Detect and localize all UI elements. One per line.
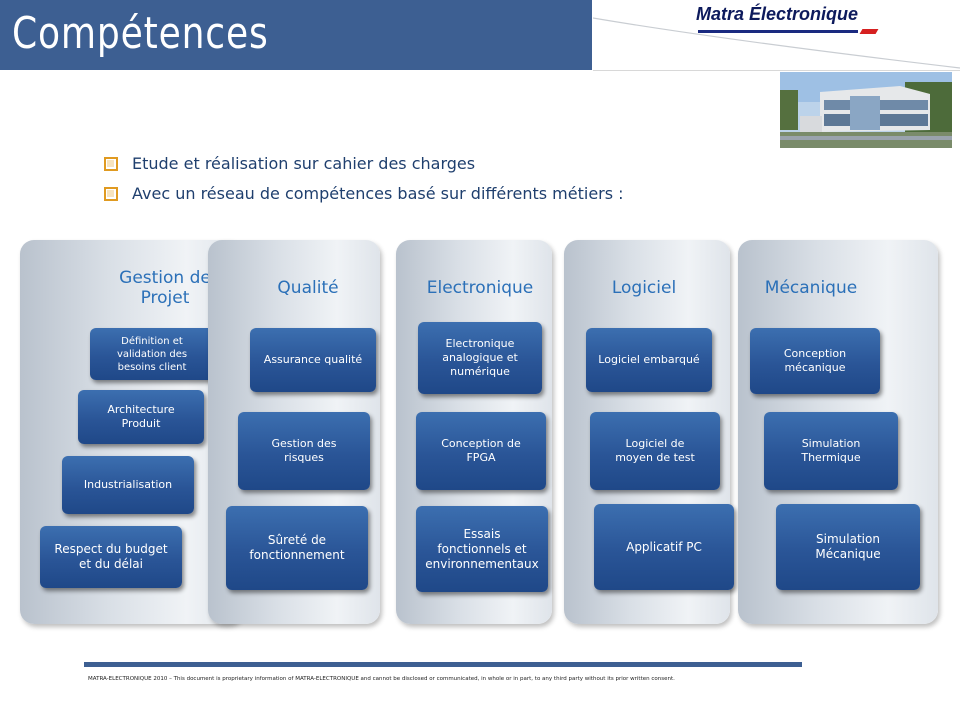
bullet-text: Etude et réalisation sur cahier des char…	[132, 153, 476, 173]
column-logiciel: Logiciel Logiciel embarqué Logiciel de m…	[564, 240, 734, 624]
logo-swoosh-icon	[593, 17, 960, 69]
competence-box: Applicatif PC	[594, 504, 734, 590]
bullet-text: Avec un réseau de compétences basé sur d…	[132, 183, 624, 203]
competence-box: Respect du budget et du délai	[40, 526, 182, 588]
column-gestion-projet: Gestion de Projet Définition et validati…	[20, 240, 242, 624]
title-bar: Compétences	[0, 0, 592, 70]
logo-red-accent	[859, 29, 879, 34]
competence-box: Industrialisation	[62, 456, 194, 514]
bullet-item: Etude et réalisation sur cahier des char…	[104, 148, 624, 178]
competence-box: Gestion des risques	[238, 412, 370, 490]
column-qualite: Qualité Assurance qualité Gestion des ri…	[208, 240, 380, 624]
logo-panel: Matra Électronique	[593, 0, 960, 71]
competence-box: Assurance qualité	[250, 328, 376, 392]
bullet-item: Avec un réseau de compétences basé sur d…	[104, 178, 624, 208]
column-title: Logiciel	[611, 278, 677, 298]
column-title: Qualité	[277, 278, 339, 298]
logo-underline	[698, 30, 858, 33]
bullet-list: Etude et réalisation sur cahier des char…	[104, 148, 624, 208]
column-title: Mécanique	[764, 278, 858, 298]
competence-box: Sûreté de fonctionnement	[226, 506, 368, 590]
competence-box: Essais fonctionnels et environnementaux	[416, 506, 548, 592]
column-title: Electronique	[426, 278, 534, 298]
company-logo: Matra Électronique	[696, 4, 859, 24]
checkbox-bullet-icon	[104, 187, 118, 201]
footer-divider	[84, 662, 802, 667]
page-title: Compétences	[12, 8, 269, 59]
competence-box: Simulation Thermique	[764, 412, 898, 490]
checkbox-bullet-icon	[104, 157, 118, 171]
competence-box: Conception mécanique	[750, 328, 880, 394]
column-electronique: Electronique Electronique analogique et …	[396, 240, 552, 624]
competence-box: Simulation Mécanique	[776, 504, 920, 590]
footer-disclaimer: MATRA-ELECTRONIQUE 2010 – This document …	[88, 676, 675, 682]
building-photo	[780, 72, 952, 148]
competence-box: Conception de FPGA	[416, 412, 546, 490]
column-mecanique: Mécanique Conception mécanique Simulatio…	[738, 240, 938, 624]
competence-box: Définition et validation des besoins cli…	[90, 328, 214, 380]
competence-box: Logiciel de moyen de test	[590, 412, 720, 490]
column-title: Gestion de Projet	[119, 268, 211, 308]
competence-box: Electronique analogique et numérique	[418, 322, 542, 394]
competence-box: Architecture Produit	[78, 390, 204, 444]
competence-box: Logiciel embarqué	[586, 328, 712, 392]
